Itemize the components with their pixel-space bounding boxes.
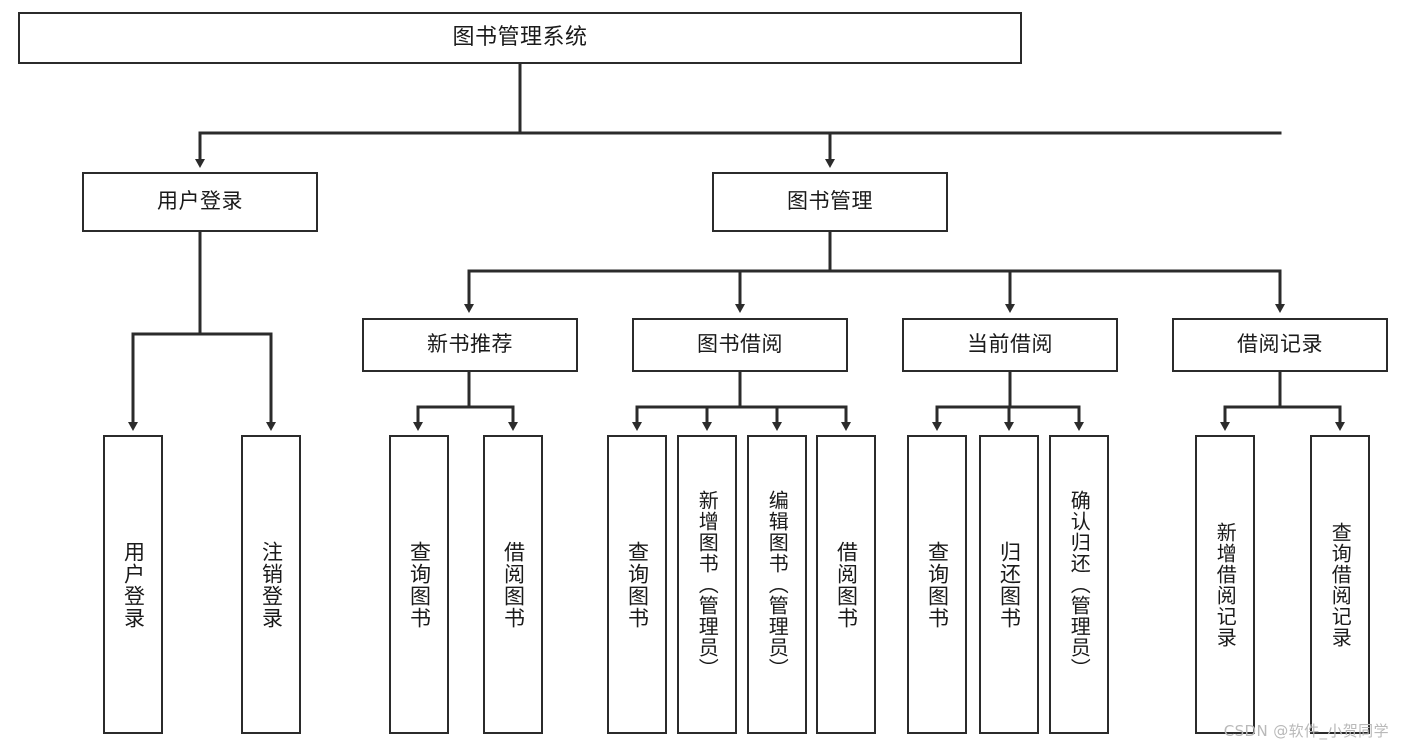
leaf-user-login-login[interactable]: 用户登录 [103, 435, 163, 734]
node-current-borrow[interactable]: 当前借阅 [902, 318, 1118, 372]
node-borrow-record[interactable]: 借阅记录 [1172, 318, 1388, 372]
watermark-text: CSDN @软件_小贺同学 [1223, 722, 1389, 740]
leaf-book-borrow-query-book-label: 查询图书 [625, 540, 650, 629]
node-user-login[interactable]: 用户登录 [82, 172, 318, 232]
leaf-user-login-logout-label: 注销登录 [259, 540, 284, 629]
node-new-book-recommend[interactable]: 新书推荐 [362, 318, 578, 372]
node-book-borrow[interactable]: 图书借阅 [632, 318, 848, 372]
leaf-user-login-logout[interactable]: 注销登录 [241, 435, 301, 734]
leaf-new-book-borrow-book-label: 借阅图书 [501, 540, 526, 629]
node-current-borrow-label: 当前借阅 [967, 332, 1053, 357]
leaf-current-borrow-query-book[interactable]: 查询图书 [907, 435, 967, 734]
node-user-login-label: 用户登录 [157, 189, 243, 214]
leaf-book-borrow-add-book[interactable]: 新增图书（管理员） [677, 435, 737, 734]
leaf-user-login-login-label: 用户登录 [121, 540, 146, 629]
node-root-book-management-system[interactable]: 图书管理系统 [18, 12, 1022, 64]
leaf-borrow-record-query-record[interactable]: 查询借阅记录 [1310, 435, 1370, 734]
node-book-borrow-label: 图书借阅 [697, 332, 783, 357]
node-new-book-recommend-label: 新书推荐 [427, 332, 513, 357]
leaf-borrow-record-query-record-label: 查询借阅记录 [1328, 521, 1353, 648]
leaf-book-borrow-borrow-book[interactable]: 借阅图书 [816, 435, 876, 734]
leaf-book-borrow-edit-book-label: 编辑图书（管理员） [765, 490, 790, 679]
leaf-book-borrow-query-book[interactable]: 查询图书 [607, 435, 667, 734]
leaf-new-book-borrow-book[interactable]: 借阅图书 [483, 435, 543, 734]
leaf-current-borrow-return-book[interactable]: 归还图书 [979, 435, 1039, 734]
leaf-new-book-query-book-label: 查询图书 [407, 540, 432, 629]
leaf-current-borrow-query-book-label: 查询图书 [925, 540, 950, 629]
leaf-current-borrow-confirm-return-label: 确认归还（管理员） [1067, 490, 1092, 679]
leaf-new-book-query-book[interactable]: 查询图书 [389, 435, 449, 734]
node-book-management-label: 图书管理 [787, 189, 873, 214]
leaf-current-borrow-return-book-label: 归还图书 [997, 540, 1022, 629]
node-borrow-record-label: 借阅记录 [1237, 332, 1323, 357]
leaf-borrow-record-add-record[interactable]: 新增借阅记录 [1195, 435, 1255, 734]
leaf-current-borrow-confirm-return[interactable]: 确认归还（管理员） [1049, 435, 1109, 734]
node-root-label: 图书管理系统 [452, 24, 588, 50]
leaf-book-borrow-borrow-book-label: 借阅图书 [834, 540, 859, 629]
node-book-management[interactable]: 图书管理 [712, 172, 948, 232]
leaf-book-borrow-edit-book[interactable]: 编辑图书（管理员） [747, 435, 807, 734]
leaf-book-borrow-add-book-label: 新增图书（管理员） [695, 490, 720, 679]
leaf-borrow-record-add-record-label: 新增借阅记录 [1213, 521, 1238, 648]
